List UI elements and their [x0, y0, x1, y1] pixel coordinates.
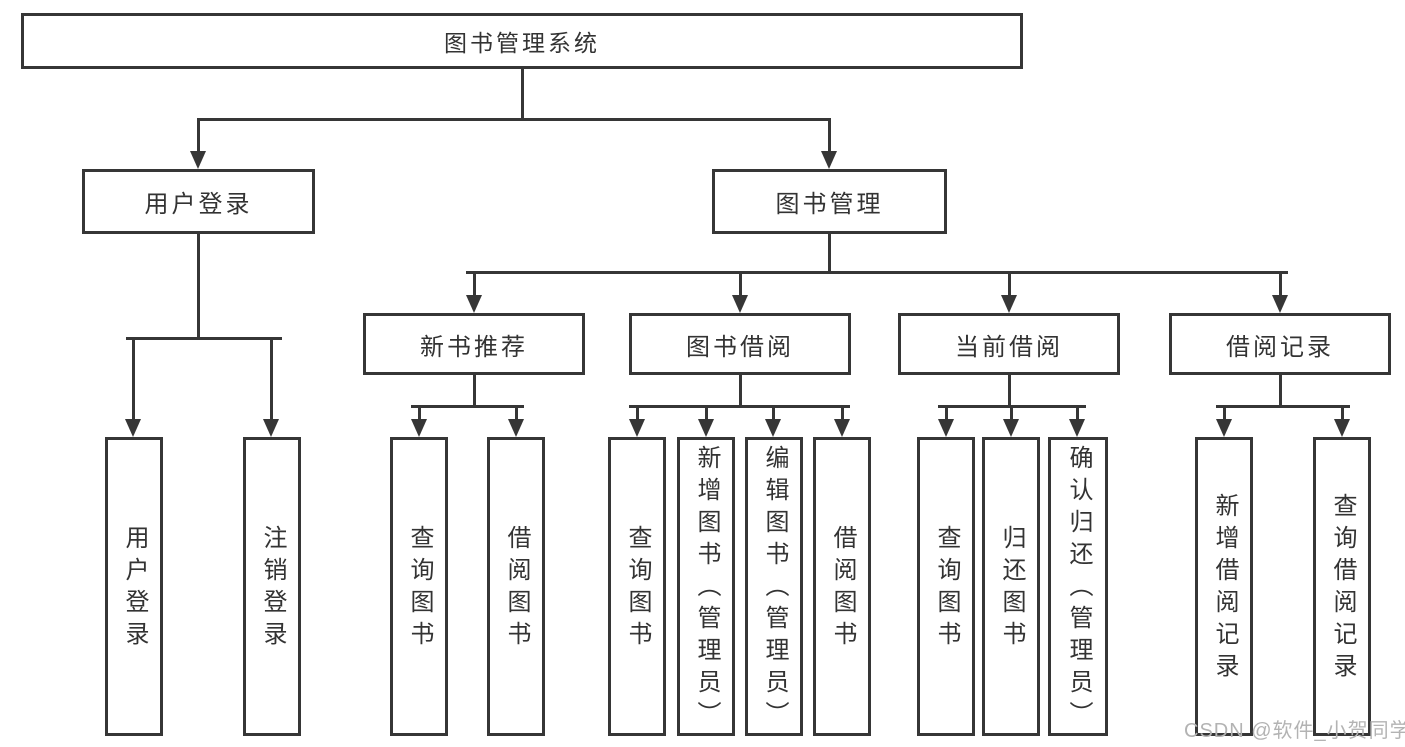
arrow-down-icon	[190, 151, 206, 169]
arrow-down-icon	[1003, 419, 1019, 437]
arrow-down-icon	[698, 419, 714, 437]
leaf-newbooks-borrow: 借阅图书	[487, 437, 545, 736]
connector-records-drop-2	[1341, 405, 1344, 421]
connector-bookmgmt-bar	[466, 271, 1288, 274]
arrow-down-icon	[1001, 295, 1017, 313]
connector-root-bar	[197, 118, 831, 121]
connector-borrow-stem	[739, 375, 742, 405]
leaf-current-return-label: 归还图书	[998, 524, 1025, 653]
leaf-newbooks-query: 查询图书	[390, 437, 448, 736]
leaf-logout: 注销登录	[243, 437, 301, 736]
connector-userlogin-bar	[126, 337, 282, 340]
leaf-borrow-add-label: 新增图书（管理员）	[693, 444, 720, 733]
leaf-newbooks-query-label: 查询图书	[406, 524, 433, 653]
node-root: 图书管理系统	[21, 13, 1023, 69]
arrow-down-icon	[263, 419, 279, 437]
leaf-records-query: 查询借阅记录	[1313, 437, 1371, 736]
leaf-current-confirm: 确认归还（管理员）	[1048, 437, 1108, 736]
leaf-newbooks-borrow-label: 借阅图书	[503, 524, 530, 653]
node-borrow-records-label: 借阅记录	[1226, 333, 1334, 361]
connector-current-drop-1	[945, 405, 948, 421]
connector-root-drop-left	[197, 118, 200, 154]
connector-userlogin-drop-1	[132, 337, 135, 421]
connector-root-drop-right	[828, 118, 831, 154]
arrow-down-icon	[834, 419, 850, 437]
csdn-watermark: CSDN @软件_小贺同学	[1184, 720, 1405, 742]
connector-records-drop-1	[1223, 405, 1226, 421]
arrow-down-icon	[1334, 419, 1350, 437]
connector-borrow-drop-2	[705, 405, 708, 421]
connector-userlogin-stem	[197, 234, 200, 337]
connector-newbooks-bar	[411, 405, 524, 408]
leaf-records-add: 新增借阅记录	[1195, 437, 1253, 736]
connector-borrow-drop-1	[636, 405, 639, 421]
node-user-login-label: 用户登录	[144, 191, 253, 218]
connector-bookmgmt-drop-4	[1279, 271, 1282, 297]
leaf-borrow-edit: 编辑图书（管理员）	[745, 437, 803, 736]
arrow-down-icon	[629, 419, 645, 437]
leaf-user-login-label: 用户登录	[121, 524, 148, 653]
node-book-borrow-label: 图书借阅	[686, 333, 794, 361]
leaf-borrow-query-label: 查询图书	[624, 524, 651, 653]
arrow-down-icon	[765, 419, 781, 437]
connector-newbooks-stem	[473, 375, 476, 405]
leaf-user-login: 用户登录	[105, 437, 163, 736]
connector-bookmgmt-stem	[828, 234, 831, 271]
connector-newbooks-drop-2	[515, 405, 518, 421]
connector-current-drop-3	[1076, 405, 1079, 421]
leaf-borrow-query: 查询图书	[608, 437, 666, 736]
arrow-down-icon	[1216, 419, 1232, 437]
leaf-current-query: 查询图书	[917, 437, 975, 736]
leaf-current-return: 归还图书	[982, 437, 1040, 736]
connector-current-stem	[1008, 375, 1011, 405]
leaf-borrow-borrow: 借阅图书	[813, 437, 871, 736]
arrow-down-icon	[125, 419, 141, 437]
node-book-borrow: 图书借阅	[629, 313, 851, 375]
leaf-records-query-label: 查询借阅记录	[1329, 492, 1356, 685]
node-user-login: 用户登录	[82, 169, 315, 234]
arrow-down-icon	[1069, 419, 1085, 437]
connector-borrow-drop-3	[772, 405, 775, 421]
connector-records-stem	[1279, 375, 1282, 405]
connector-borrow-bar	[629, 405, 850, 408]
connector-bookmgmt-drop-2	[739, 271, 742, 297]
connector-current-drop-2	[1010, 405, 1013, 421]
connector-newbooks-drop-1	[418, 405, 421, 421]
connector-borrow-drop-4	[841, 405, 844, 421]
connector-bookmgmt-drop-3	[1008, 271, 1011, 297]
node-new-books-label: 新书推荐	[420, 333, 528, 361]
arrow-down-icon	[821, 151, 837, 169]
arrow-down-icon	[466, 295, 482, 313]
arrow-down-icon	[508, 419, 524, 437]
arrow-down-icon	[938, 419, 954, 437]
leaf-borrow-edit-label: 编辑图书（管理员）	[761, 444, 788, 733]
node-root-label: 图书管理系统	[444, 30, 600, 56]
arrow-down-icon	[411, 419, 427, 437]
leaf-current-query-label: 查询图书	[933, 524, 960, 653]
node-current-borrow: 当前借阅	[898, 313, 1120, 375]
node-current-borrow-label: 当前借阅	[955, 333, 1063, 361]
node-book-mgmt: 图书管理	[712, 169, 947, 234]
connector-root-stem	[521, 69, 524, 118]
connector-userlogin-drop-2	[270, 337, 273, 421]
node-new-books: 新书推荐	[363, 313, 585, 375]
node-book-mgmt-label: 图书管理	[775, 191, 884, 218]
leaf-borrow-borrow-label: 借阅图书	[829, 524, 856, 653]
leaf-borrow-add: 新增图书（管理员）	[677, 437, 735, 736]
leaf-records-add-label: 新增借阅记录	[1211, 492, 1238, 685]
connector-bookmgmt-drop-1	[473, 271, 476, 297]
arrow-down-icon	[1272, 295, 1288, 313]
node-borrow-records: 借阅记录	[1169, 313, 1391, 375]
arrow-down-icon	[732, 295, 748, 313]
leaf-current-confirm-label: 确认归还（管理员）	[1065, 444, 1092, 733]
leaf-logout-label: 注销登录	[259, 524, 286, 653]
connector-records-bar	[1216, 405, 1350, 408]
